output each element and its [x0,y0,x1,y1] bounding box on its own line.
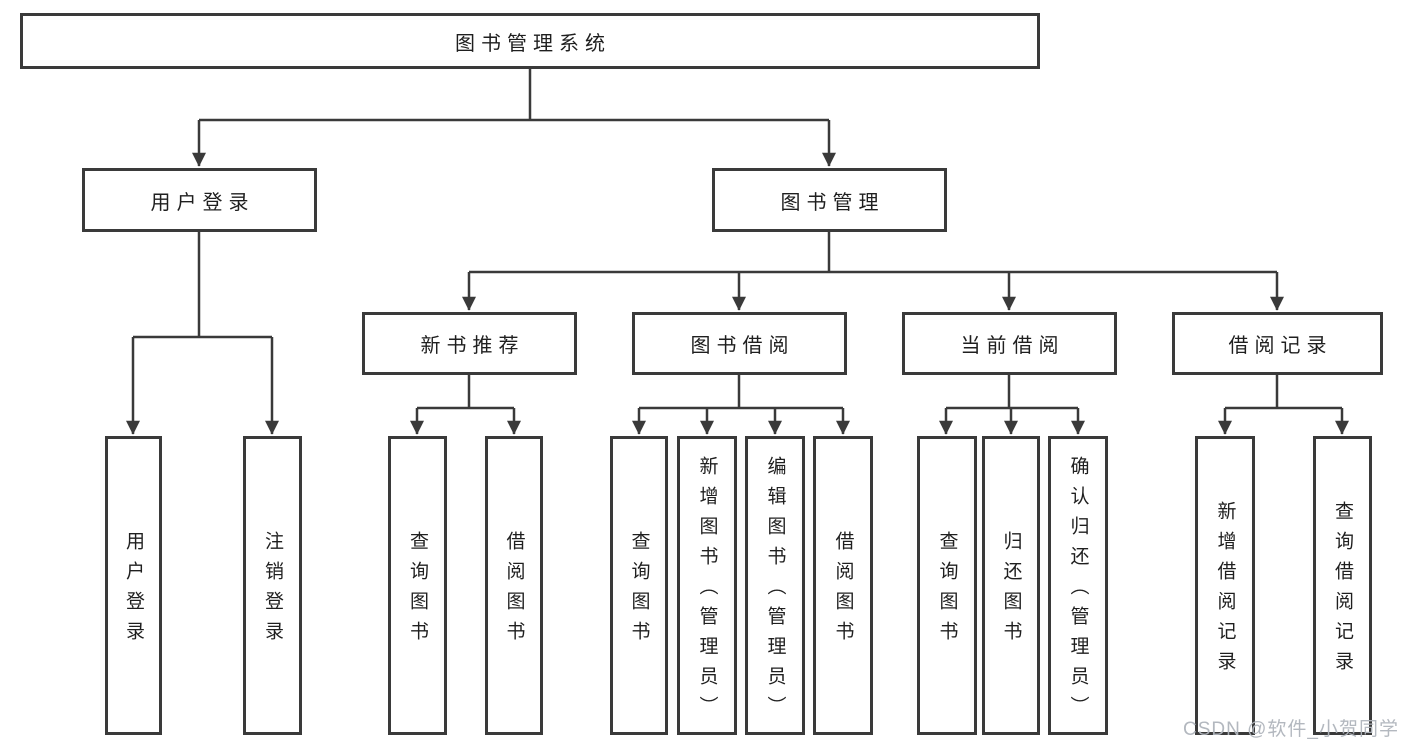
leaf-add-borrow-record: 新增借阅记录 [1195,436,1255,735]
leaf-edit-books-admin: 编辑图书（管理员） [745,436,805,735]
node-current-borrowing-label: 当前借阅 [960,335,1065,357]
connector-book-mgmt-bar [469,232,1277,274]
connector-new-book-bar [417,375,514,410]
leaf-query-books-borrow: 查询图书 [610,436,668,735]
leaf-confirm-return-admin: 确认归还（管理员） [1048,436,1108,735]
leaf-query-borrow-record: 查询借阅记录 [1313,436,1372,735]
connector-root-bar [199,69,829,122]
leaf-borrow-books: 借阅图书 [813,436,873,735]
node-book-management-label: 图书管理 [780,191,885,214]
leaf-user-login: 用户登录 [105,436,162,735]
node-root-system: 图书管理系统 [20,13,1040,69]
connector-user-login-bar [133,232,272,339]
node-user-login: 用户登录 [82,168,317,232]
node-user-login-label: 用户登录 [150,191,255,214]
leaf-logout: 注销登录 [243,436,302,735]
connector-current-borrow-bar [946,375,1078,410]
node-book-management: 图书管理 [712,168,947,232]
connector-book-borrow-bar [639,375,843,410]
node-book-borrowing-label: 图书借阅 [690,335,795,357]
node-new-book-recommendation-label: 新书推荐 [420,335,525,357]
connector-borrow-records-bar [1225,375,1342,410]
node-root-label: 图书管理系统 [455,32,611,55]
node-new-book-recommendation: 新书推荐 [362,312,577,375]
leaf-query-books-recommend: 查询图书 [388,436,447,735]
node-borrowing-records-label: 借阅记录 [1228,335,1333,357]
leaf-return-books: 归还图书 [982,436,1040,735]
leaf-borrow-books-recommend: 借阅图书 [485,436,543,735]
csdn-watermark: CSDN @软件_小贺同学 [1183,719,1399,740]
node-current-borrowing: 当前借阅 [902,312,1117,375]
node-borrowing-records: 借阅记录 [1172,312,1383,375]
leaf-query-books-current: 查询图书 [917,436,977,735]
node-book-borrowing: 图书借阅 [632,312,847,375]
leaf-add-books-admin: 新增图书（管理员） [677,436,737,735]
